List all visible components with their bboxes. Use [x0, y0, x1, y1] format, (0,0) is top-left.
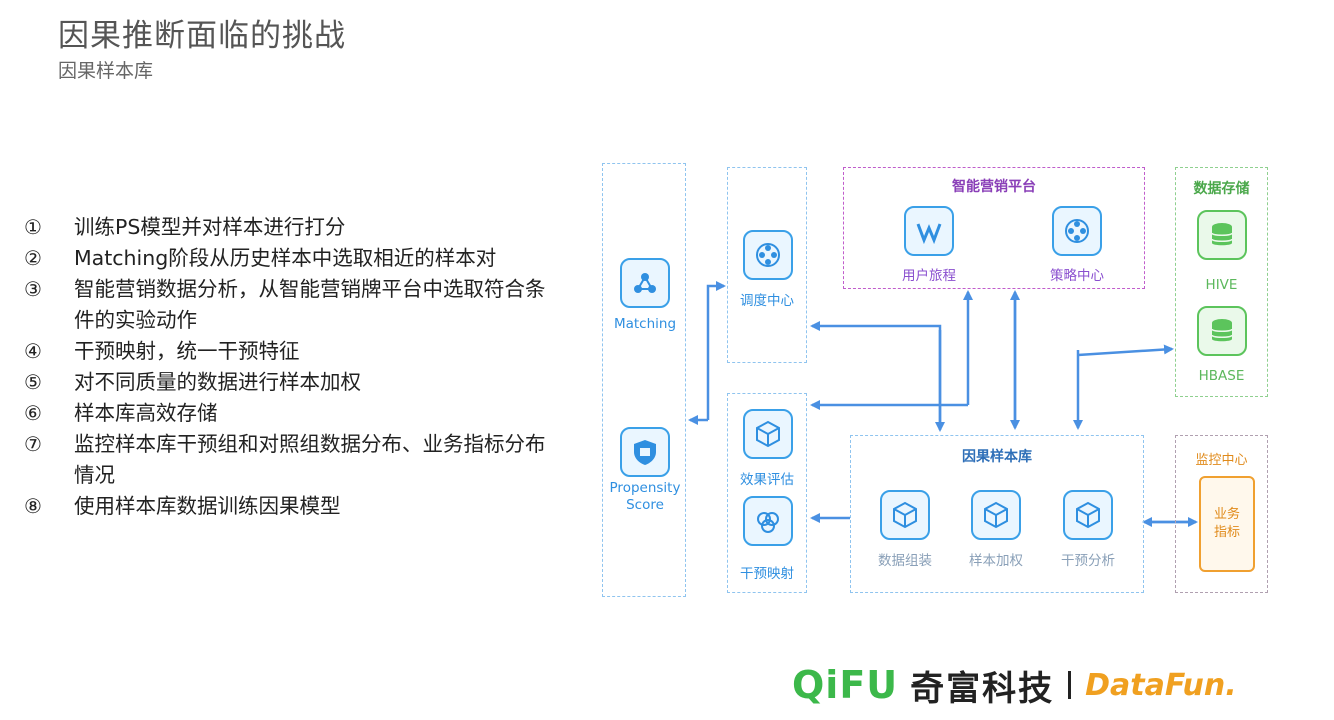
propensity-label: Propensity Score — [609, 480, 681, 513]
schedule-box — [727, 167, 807, 363]
weight-label: 样本加权 — [969, 553, 1023, 569]
assemble-label: 数据组装 — [878, 553, 932, 569]
logo-separator — [1068, 671, 1072, 699]
schedule-label: 调度中心 — [740, 293, 794, 309]
journey-icon — [904, 206, 954, 256]
page-subtitle: 因果样本库 — [58, 60, 154, 82]
qifu-logo: QiFU — [792, 663, 899, 707]
assemble-icon — [880, 490, 930, 540]
sample-library-box — [850, 435, 1144, 593]
sample-library-title: 因果样本库 — [962, 449, 1032, 465]
arrow-to-storage — [1077, 344, 1174, 357]
hive-icon — [1197, 210, 1247, 260]
strategy-icon — [1052, 206, 1102, 256]
strategy-label: 策略中心 — [1050, 268, 1104, 284]
biz-metric-box: 业务指标 — [1199, 476, 1255, 572]
analysis-icon — [1063, 490, 1113, 540]
footer-logo: QiFU 奇富科技 DataFun. — [792, 660, 1237, 710]
qifu-cn-logo: 奇富科技 — [910, 668, 1055, 709]
journey-label: 用户旅程 — [902, 268, 956, 284]
weight-icon — [971, 490, 1021, 540]
marketing-title: 智能营销平台 — [952, 179, 1036, 195]
datafun-logo: DataFun. — [1085, 667, 1237, 703]
monitor-box — [1175, 435, 1268, 593]
mapping-icon — [743, 496, 793, 546]
arrow-propensity-schedule — [706, 281, 726, 420]
monitor-title: 监控中心 — [1195, 453, 1248, 468]
matching-icon — [620, 258, 670, 308]
marketing-platform-box — [843, 167, 1145, 289]
hbase-label: HBASE — [1198, 368, 1245, 384]
mapping-label: 干预映射 — [740, 566, 794, 582]
storage-title: 数据存储 — [1193, 181, 1250, 197]
arrow-sample-schedule — [810, 321, 942, 428]
storage-box — [1175, 167, 1268, 397]
left-column-box — [602, 163, 686, 597]
schedule-icon — [743, 230, 793, 280]
biz-metric-label: 业务指标 — [1213, 507, 1240, 540]
eval-mapping-box — [727, 393, 807, 593]
page-title: 因果推断面临的挑战 — [58, 18, 346, 54]
eval-label: 效果评估 — [740, 472, 794, 488]
analysis-label: 干预分析 — [1061, 553, 1115, 569]
hive-label: HIVE — [1205, 277, 1238, 293]
propensity-icon — [620, 427, 670, 477]
eval-icon — [743, 409, 793, 459]
matching-label: Matching — [613, 316, 677, 332]
hbase-icon — [1197, 306, 1247, 356]
